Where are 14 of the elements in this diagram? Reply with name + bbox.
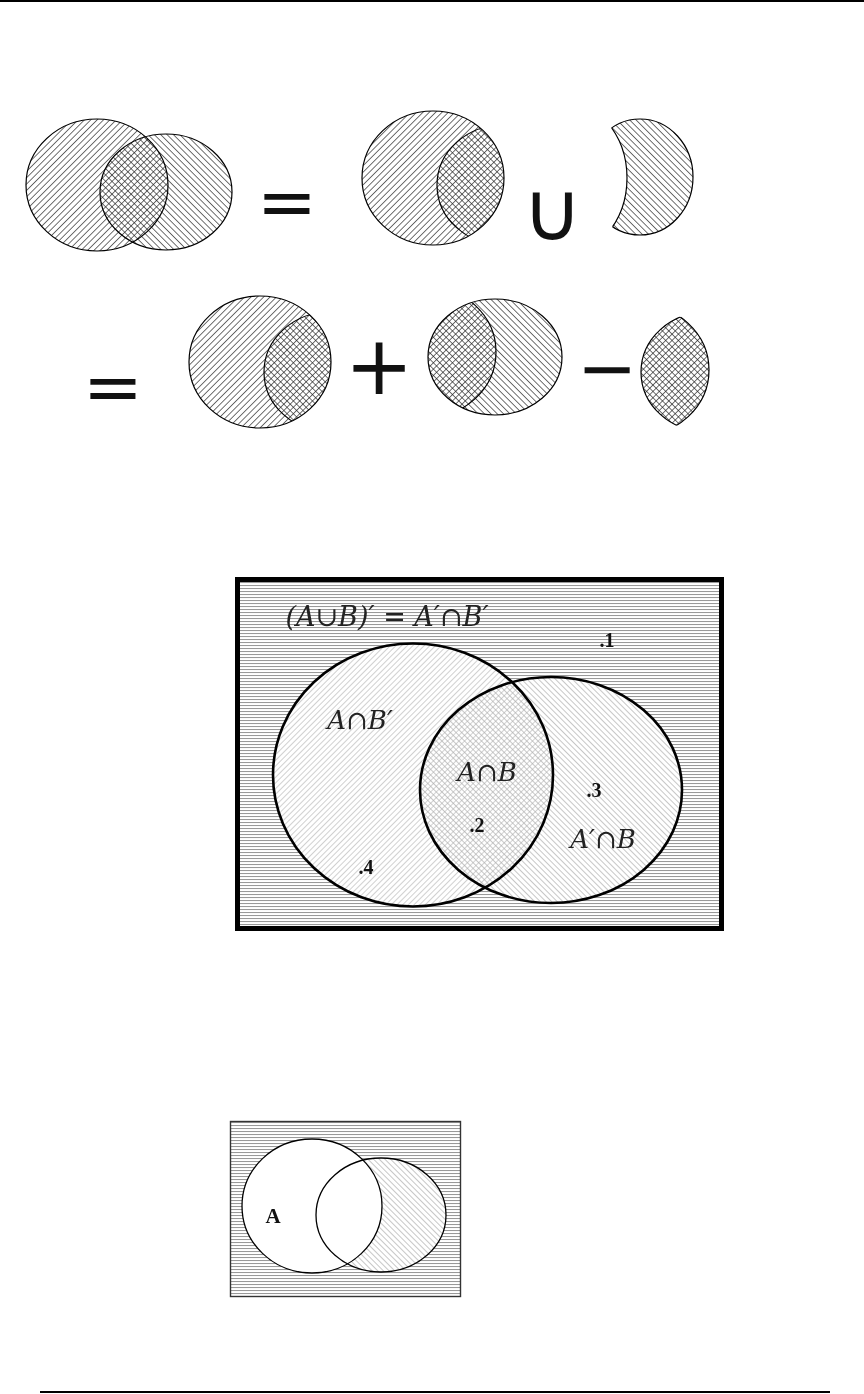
equals-sign: = bbox=[82, 350, 144, 422]
plus-sign: + bbox=[344, 325, 414, 407]
region-label: A∩B′ bbox=[327, 706, 393, 736]
set-label: A bbox=[265, 1205, 281, 1229]
union-symbol: ∪ bbox=[522, 171, 582, 253]
probability-value: .3 bbox=[586, 779, 602, 801]
equals-sign: = bbox=[256, 165, 318, 237]
minus-sign: − bbox=[576, 332, 638, 404]
probability-value: .4 bbox=[358, 856, 374, 878]
region-label: A′∩B bbox=[570, 825, 636, 855]
probability-value: .2 bbox=[469, 814, 485, 836]
probability-value: .1 bbox=[599, 629, 615, 651]
region-label: A∩B bbox=[457, 758, 517, 788]
set-formula: (A∪B)′ = A′∩B′ bbox=[285, 601, 489, 633]
